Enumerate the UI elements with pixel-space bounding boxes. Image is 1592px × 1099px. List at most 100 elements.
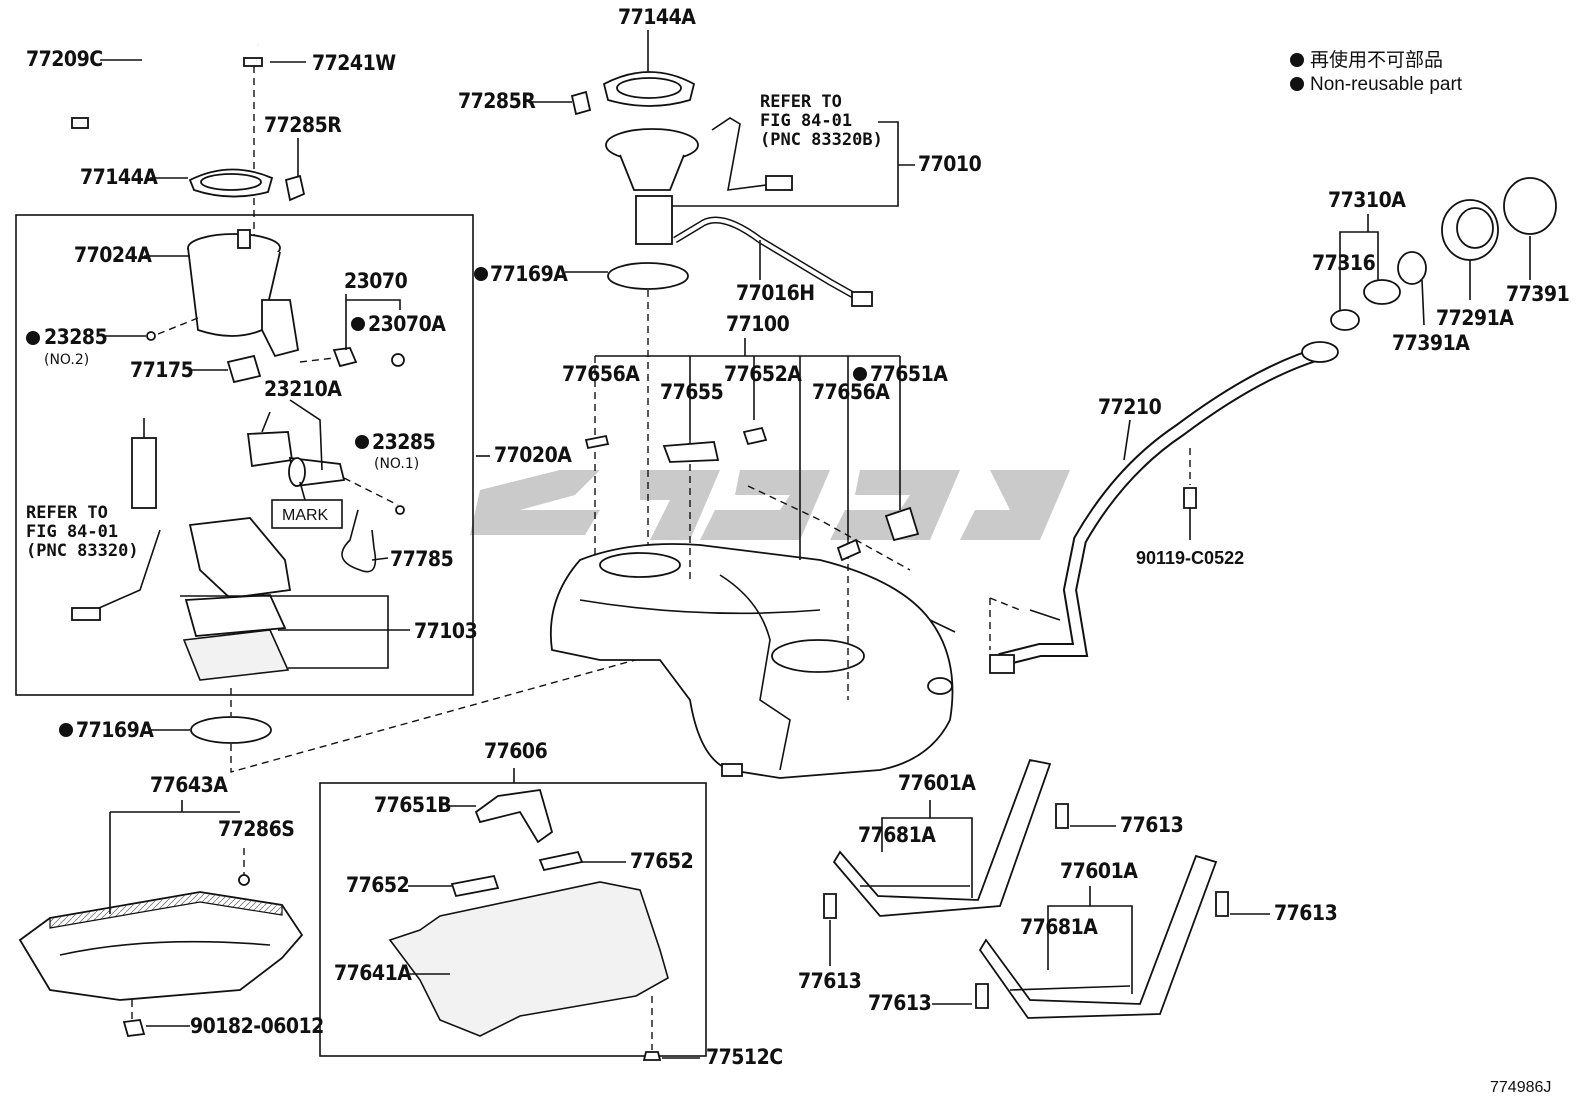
pump-module-77010 bbox=[605, 117, 793, 245]
clip-77285R-top bbox=[570, 90, 592, 116]
label-23210A: 23210A bbox=[264, 377, 342, 401]
nonreusable-dot-77169A-top bbox=[474, 267, 488, 281]
label-77391: 77391 bbox=[1506, 282, 1569, 306]
label-77010: 77010 bbox=[918, 152, 982, 176]
label-77100: 77100 bbox=[726, 312, 790, 336]
gasket-77316 bbox=[1330, 309, 1360, 331]
cap-77310A bbox=[1363, 279, 1401, 305]
pad-77651B bbox=[474, 788, 554, 844]
label-23285-b: 23285 bbox=[372, 430, 435, 454]
lower-shell-77643A bbox=[18, 891, 304, 1001]
pad-77652A bbox=[742, 426, 768, 446]
watermark-logo bbox=[470, 470, 1070, 540]
label-23070: 23070 bbox=[344, 269, 408, 293]
label-77613-d: 77613 bbox=[868, 991, 931, 1015]
label-77681A-b: 77681A bbox=[1020, 915, 1098, 939]
label-77024A: 77024A bbox=[74, 243, 152, 267]
label-77601A-a: 77601A bbox=[898, 771, 976, 795]
o-ring-23285-no2 bbox=[146, 331, 156, 341]
label-77169A-top: 77169A bbox=[490, 262, 568, 286]
label-77785: 77785 bbox=[390, 547, 453, 571]
label-77681A-a: 77681A bbox=[858, 823, 936, 847]
bolt-77613-a bbox=[1055, 803, 1069, 829]
label-77175: 77175 bbox=[130, 358, 193, 382]
refer-left-2: FIG 84-01 bbox=[26, 522, 118, 542]
gasket-77169A-top bbox=[607, 262, 689, 290]
label-77652-a: 77652 bbox=[346, 873, 409, 897]
label-77144A-top: 77144A bbox=[618, 5, 696, 29]
label-77241W: 77241W bbox=[312, 51, 396, 75]
nonreusable-dot-77651A bbox=[853, 367, 867, 381]
bracket-77175 bbox=[226, 354, 262, 384]
bolt-90119 bbox=[1183, 487, 1197, 509]
legend-dot-1 bbox=[1290, 53, 1304, 67]
clip-77285R-left bbox=[284, 174, 306, 202]
figure-code: 774986J bbox=[1490, 1079, 1551, 1096]
pad-77656A-a bbox=[584, 434, 610, 450]
part-23070 bbox=[332, 347, 358, 368]
refer-upper-1: REFER TO bbox=[760, 92, 842, 112]
label-77656A-a: 77656A bbox=[562, 362, 640, 386]
legend-en: Non-reusable part bbox=[1310, 74, 1463, 95]
pad-77656A-b bbox=[836, 538, 862, 562]
label-77655: 77655 bbox=[660, 380, 723, 404]
label-77285R-left: 77285R bbox=[264, 113, 342, 137]
bracket-77103 bbox=[182, 517, 292, 681]
protector-assembly-box bbox=[319, 782, 707, 1057]
nonreusable-dot-23285b bbox=[355, 435, 369, 449]
cushion-77286S bbox=[238, 874, 250, 886]
gasket-77169A-left bbox=[190, 716, 272, 744]
legend-dot-2 bbox=[1290, 77, 1304, 91]
label-77016H: 77016H bbox=[736, 281, 815, 305]
fuel-tank-main-77100 bbox=[549, 543, 954, 779]
sender-gauge-body-77024A bbox=[187, 229, 300, 358]
gasket-77391 bbox=[1503, 177, 1557, 235]
tank-band-77601A-a bbox=[832, 758, 1052, 917]
label-77144A-left: 77144A bbox=[80, 165, 158, 189]
bolt-77613-d bbox=[975, 983, 989, 1009]
label-77652A: 77652A bbox=[724, 362, 802, 386]
label-77020A: 77020A bbox=[494, 443, 572, 467]
sender-assembly-box bbox=[15, 214, 474, 696]
clip-77241W bbox=[243, 57, 263, 67]
label-77651A: 77651A bbox=[870, 362, 948, 386]
pad-77655 bbox=[662, 441, 720, 463]
label-77651B: 77651B bbox=[374, 793, 451, 817]
nonreusable-dot-23285a bbox=[26, 331, 40, 345]
label-77641A: 77641A bbox=[334, 961, 412, 985]
label-77316: 77316 bbox=[1312, 251, 1376, 275]
o-ring-23070A bbox=[391, 353, 405, 367]
refer-upper-2: FIG 84-01 bbox=[760, 111, 852, 131]
retainer-ring-77144A-top bbox=[602, 71, 696, 107]
label-77652-b: 77652 bbox=[630, 849, 693, 873]
nonreusable-dot-77169A-left bbox=[59, 723, 73, 737]
label-77209C: 77209C bbox=[26, 47, 103, 71]
bolt-77613-c bbox=[1215, 891, 1229, 917]
protector-77641A bbox=[388, 881, 669, 1037]
label-77286S: 77286S bbox=[218, 817, 294, 841]
leader-lines bbox=[100, 30, 1531, 1059]
label-77613-c: 77613 bbox=[1274, 901, 1337, 925]
o-ring-23285-no1 bbox=[395, 505, 405, 515]
tank-band-77601A-b bbox=[978, 854, 1218, 1019]
label-77643A: 77643A bbox=[150, 773, 228, 797]
filler-pipe-77210 bbox=[989, 341, 1339, 674]
mark-box bbox=[271, 499, 343, 529]
label-23070A: 23070A bbox=[368, 312, 446, 336]
legend-jp: 再使用不可部品 bbox=[1310, 49, 1443, 71]
vent-hose bbox=[929, 619, 956, 633]
gasket-77391A bbox=[1397, 251, 1427, 285]
bolt-77613-b bbox=[823, 893, 837, 919]
label-90182-06012: 90182-06012 bbox=[190, 1014, 324, 1038]
label-77291A: 77291A bbox=[1436, 306, 1514, 330]
sublabel-no1: (NO.1) bbox=[374, 456, 419, 472]
label-77169A-left: 77169A bbox=[76, 718, 154, 742]
refer-left-1: REFER TO bbox=[26, 503, 108, 523]
pad-77652-b bbox=[538, 850, 584, 872]
nonreusable-dot-23070A bbox=[351, 317, 365, 331]
label-77601A-b: 77601A bbox=[1060, 859, 1138, 883]
sublabel-no2: (NO.2) bbox=[44, 352, 89, 368]
mark-label: MARK bbox=[282, 507, 329, 524]
